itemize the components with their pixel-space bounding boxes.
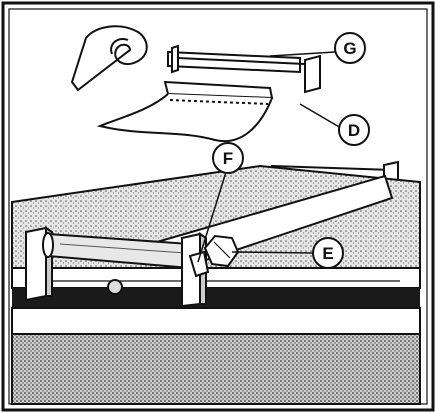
rail-bracket-g [167, 44, 321, 94]
clip-f [188, 250, 210, 278]
adjustment-knob-e [203, 234, 240, 268]
callout-d: D [338, 114, 370, 146]
callout-e: E [312, 237, 344, 269]
callout-d-label: D [348, 121, 360, 140]
callout-f-label: F [223, 149, 233, 168]
rolled-sleeve [70, 25, 148, 92]
callout-f: F [212, 142, 244, 174]
screw-knob [107, 279, 123, 295]
fabric-sleeve-d [96, 80, 274, 143]
callout-g: G [334, 32, 366, 64]
front-rail [11, 267, 421, 405]
leader-lines [197, 51, 342, 263]
callout-g-label: G [343, 39, 356, 58]
callout-e-label: E [322, 244, 333, 263]
